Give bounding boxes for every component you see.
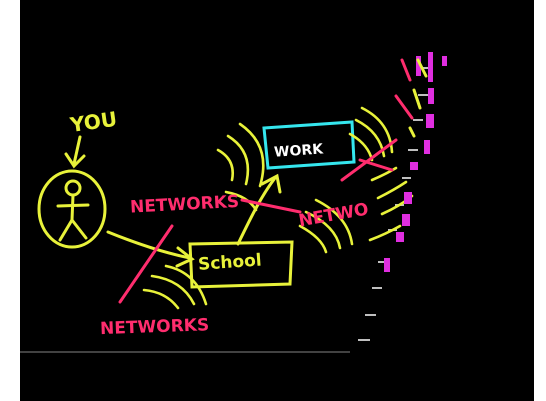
arrow-icon <box>64 135 86 169</box>
work-label: WORK <box>274 141 325 160</box>
yellow-vertical-marks <box>408 58 428 138</box>
networks-label-middle: NETWO <box>297 199 370 231</box>
stick-figure-icon <box>37 169 107 249</box>
pink-strokes <box>118 58 414 304</box>
signal-waves-icon <box>142 106 414 310</box>
you-label: YOU <box>68 107 119 137</box>
work-box <box>262 120 356 170</box>
school-label: School <box>197 250 262 274</box>
networks-label-bottom: NETWORKS <box>100 315 210 339</box>
magenta-vertical-marks <box>384 52 447 272</box>
path-arrow-to-work <box>236 173 282 246</box>
school-box <box>188 240 294 289</box>
networks-label-top: NETWORKS <box>130 192 240 218</box>
path-arrow-to-school <box>106 230 195 268</box>
